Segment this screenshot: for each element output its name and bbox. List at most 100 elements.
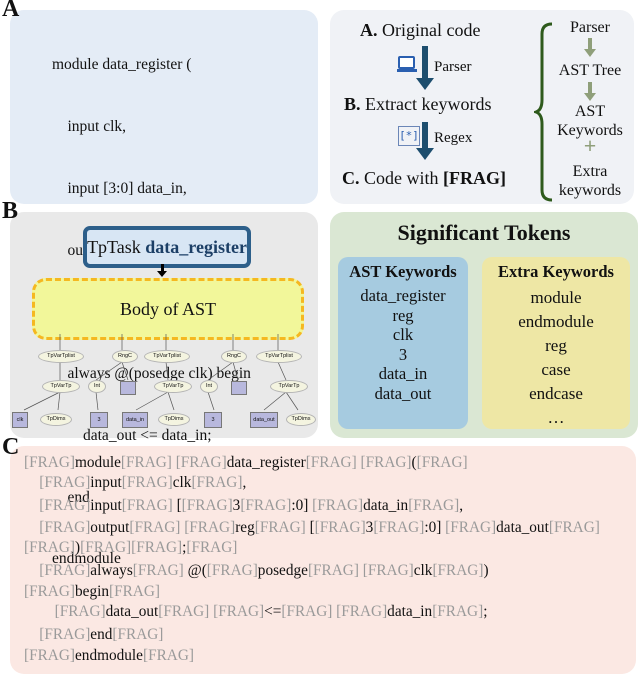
frag-token: [FRAG][FRAG] <box>80 539 183 556</box>
arrow-head <box>416 78 434 90</box>
tree-node: RngC <box>221 350 247 363</box>
ast-keyword-item: 3 <box>398 344 408 364</box>
ast-tree-edges <box>23 334 299 411</box>
code-line: end <box>52 488 90 506</box>
side-ast-keywords-label: AST Keywords <box>557 103 623 139</box>
frag-token: [FRAG] <box>24 583 75 600</box>
plus-icon: + <box>583 133 597 158</box>
step-b-text: Extract keywords <box>365 94 492 114</box>
tree-leaf: clk <box>12 412 28 428</box>
ast-keyword-item: data_register <box>360 286 446 305</box>
step-c-text: Code with <box>364 168 439 188</box>
tree-node: TpVarTp <box>154 380 192 393</box>
extra-keyword-item: module <box>530 288 582 307</box>
tree-node: Int <box>200 380 218 393</box>
code-token: begin <box>75 583 109 600</box>
frag-code-line: [FRAG]output[FRAG] [FRAG]reg[FRAG] [[FRA… <box>24 517 640 538</box>
code-token: always <box>90 562 133 579</box>
frag-token: [FRAG] <box>432 562 484 579</box>
frag-token: [FRAG] <box>206 562 258 579</box>
code-token <box>24 474 39 491</box>
code-line: input [3:0] data_in, <box>52 179 187 197</box>
step-c-frag: [FRAG] <box>443 168 506 188</box>
frag-token: [FRAG] <box>39 562 91 579</box>
code-token <box>24 626 39 643</box>
frag-token: [FRAG] <box>548 519 600 536</box>
tree-leaf: 3 <box>90 412 108 428</box>
frag-code-line: [FRAG]data_out[FRAG] [FRAG]<=[FRAG] [FRA… <box>24 602 488 622</box>
frag-code-line: [FRAG]input[FRAG]clk[FRAG], <box>24 473 246 493</box>
side-parser-label: Parser <box>570 19 610 36</box>
frag-token: [FRAG] <box>54 603 106 620</box>
arrow-shaft <box>422 122 428 148</box>
extra-keyword-item: case <box>541 360 571 379</box>
code-token: , <box>242 474 247 491</box>
arrow-shaft <box>422 46 428 78</box>
regex-label: Regex <box>434 130 473 146</box>
tree-leaf <box>231 381 247 395</box>
panel-a-background <box>10 10 318 204</box>
frag-token: [FRAG] [FRAG] <box>307 562 414 579</box>
frag-token: [FRAG] <box>112 626 164 643</box>
frag-token: [FRAG] [FRAG] <box>305 454 412 471</box>
panel-label-a: A <box>2 0 20 22</box>
code-token: @( <box>183 562 207 579</box>
step-b-prefix: B. <box>344 94 361 114</box>
tptask-prefix: TpTask <box>87 237 141 257</box>
panel-label-b: B <box>2 198 19 224</box>
frag-code-line: [FRAG]endmodule[FRAG] <box>24 646 194 666</box>
code-token: ) <box>483 562 489 579</box>
code-token <box>24 562 39 579</box>
body-of-ast-box: Body of AST <box>32 278 304 340</box>
pipeline-panel-background <box>330 10 634 204</box>
code-token: module <box>75 454 121 471</box>
frag-token: [FRAG] <box>191 474 243 491</box>
code-token <box>24 497 39 514</box>
frag-token: [FRAG] [FRAG] <box>281 603 388 620</box>
tree-node: TpVarTp <box>42 380 80 393</box>
code-token: [ <box>172 497 182 514</box>
arrow-head <box>157 271 167 277</box>
ast-keyword-item: reg <box>392 305 414 325</box>
code-token: output <box>90 519 130 536</box>
code-token: <= <box>264 603 282 620</box>
code-token: :0] <box>424 519 446 536</box>
frag-token: [FRAG] <box>39 626 91 643</box>
code-token: input <box>90 474 122 491</box>
frag-token: [FRAG] <box>373 519 425 536</box>
code-token: ) <box>75 539 81 556</box>
frag-token: [FRAG] <box>132 562 184 579</box>
tree-node: TpDims <box>158 413 190 426</box>
code-token: clk <box>172 474 192 491</box>
code-token: 3 <box>232 497 241 514</box>
tptask-node: TpTask data_register <box>83 226 251 268</box>
extra-keywords-title: Extra Keywords <box>498 262 614 281</box>
code-line: input clk, <box>52 117 127 135</box>
frag-token: [FRAG] <box>240 497 292 514</box>
frag-token: [FRAG] <box>445 519 497 536</box>
frag-token: [FRAG] <box>39 474 91 491</box>
frag-token: [FRAG] <box>121 497 173 514</box>
tree-node: TpVarTplist <box>144 350 190 363</box>
tree-node: TpDims <box>40 413 72 426</box>
extra-keyword-item: reg <box>545 336 567 355</box>
tptask-name: data_register <box>145 237 247 257</box>
frag-token: [FRAG] <box>39 519 91 536</box>
ast-keywords-box: AST Keywords data_register reg clk 3 dat… <box>338 257 468 429</box>
frag-token: [FRAG] <box>142 647 194 664</box>
tree-leaf: data_in <box>122 412 148 428</box>
code-token: ( <box>411 454 417 471</box>
frag-token: [FRAG] <box>24 647 75 664</box>
frag-token: [FRAG] <box>24 454 75 471</box>
code-token: reg <box>235 519 255 536</box>
code-token: ; <box>483 603 488 620</box>
extra-keyword-item: endmodule <box>518 312 594 331</box>
frag-token: [FRAG] <box>39 497 91 514</box>
step-code-with-frag: C. Code with [FRAG] <box>342 168 506 189</box>
frag-token: [FRAG] <box>181 497 233 514</box>
ast-keyword-item: data_in <box>378 364 428 384</box>
code-token <box>24 519 39 536</box>
frag-token: [FRAG] <box>186 539 238 556</box>
significant-tokens-title: Significant Tokens <box>397 220 571 245</box>
ast-keyword-item: data_out <box>374 383 432 403</box>
